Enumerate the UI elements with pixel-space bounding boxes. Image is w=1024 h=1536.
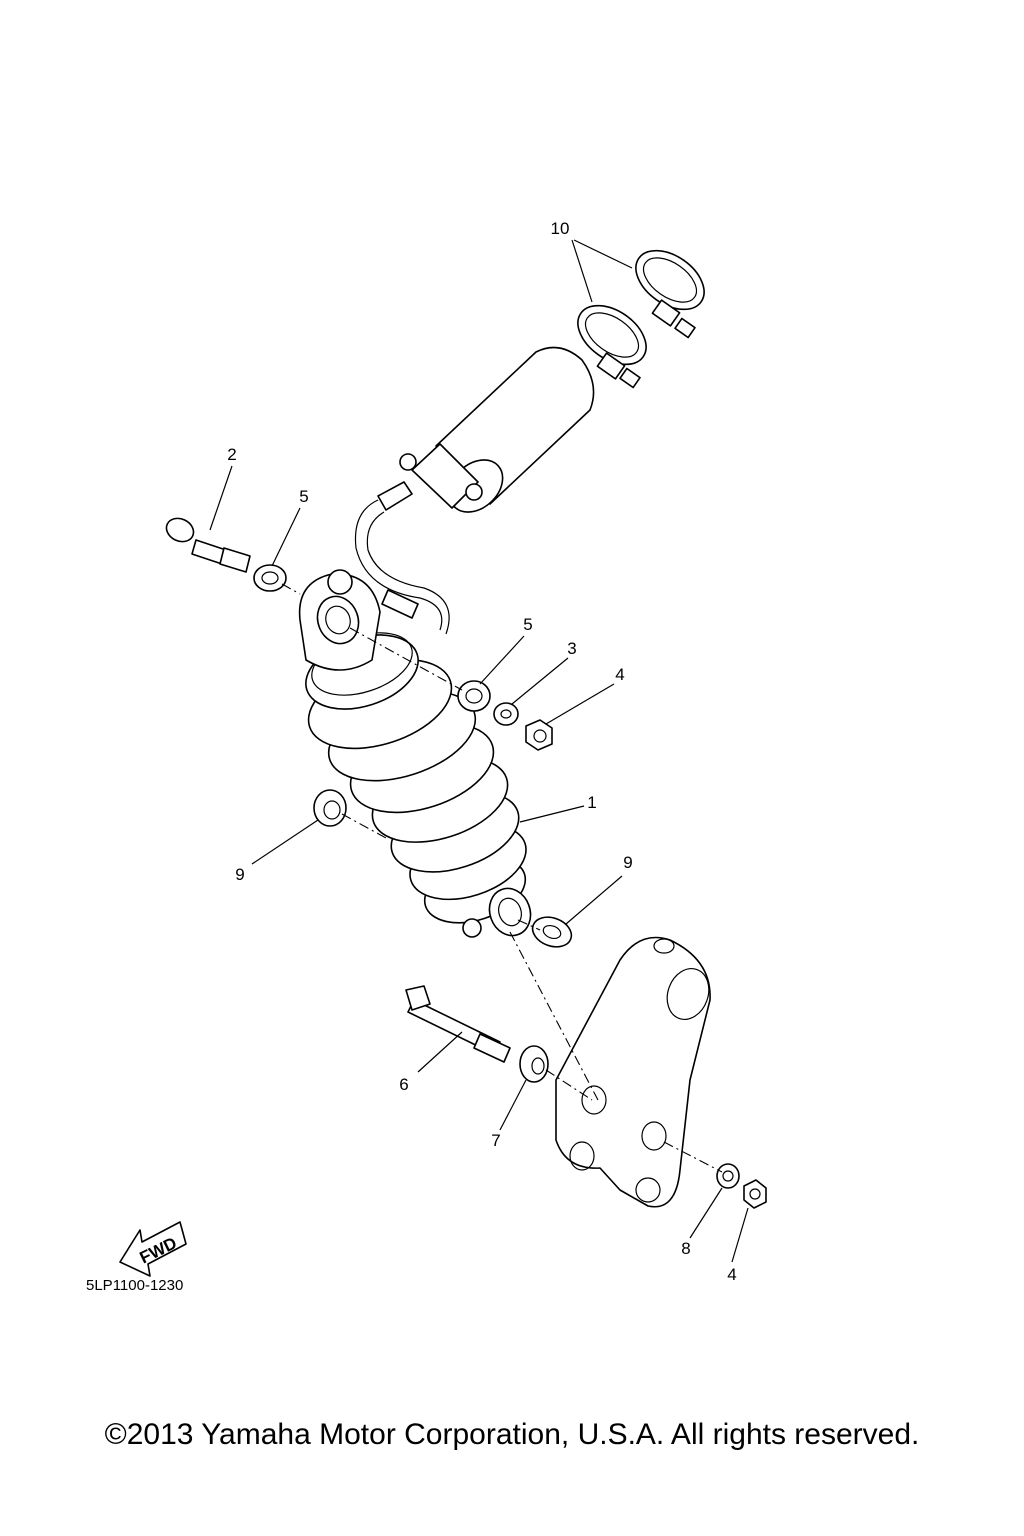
callout-7: 7 xyxy=(491,1131,500,1150)
reservoir-hose xyxy=(354,481,450,635)
washer-relay xyxy=(716,1163,740,1189)
callout-2: 2 xyxy=(227,445,236,464)
nut-lower xyxy=(743,1179,767,1209)
callout-9-left: 9 xyxy=(235,865,244,884)
collar-lower-right xyxy=(531,916,573,948)
callout-4-lower: 4 xyxy=(727,1265,736,1284)
callout-numbers: 10 2 5 5 3 4 1 9 9 6 7 8 4 xyxy=(227,219,736,1284)
diagram-code: 5LP1100-1230 xyxy=(86,1277,183,1294)
copyright-notice: ©2013 Yamaha Motor Corporation, U.S.A. A… xyxy=(104,1418,920,1451)
assembly-centerlines xyxy=(281,583,723,1173)
washer-upper xyxy=(493,702,519,726)
callout-3: 3 xyxy=(567,639,576,658)
relay-arm xyxy=(555,936,711,1208)
callout-5-upper-right: 5 xyxy=(523,615,532,634)
callout-5-upper-left: 5 xyxy=(299,487,308,506)
collar-upper-right xyxy=(457,680,491,712)
callout-9-right: 9 xyxy=(623,853,632,872)
callout-1: 1 xyxy=(587,793,596,812)
callout-8: 8 xyxy=(681,1239,690,1258)
nut-upper xyxy=(525,719,553,751)
collar-upper-left xyxy=(253,564,287,592)
upper-mount-bolt xyxy=(165,517,251,573)
hose-clamp-lower xyxy=(577,304,647,389)
shock-reservoir xyxy=(399,346,595,513)
callout-6: 6 xyxy=(399,1075,408,1094)
forward-arrow-icon: FWD xyxy=(119,1221,187,1277)
callout-4-upper: 4 xyxy=(615,665,624,684)
shock-absorber-assembly xyxy=(298,569,532,938)
hose-clamp-upper xyxy=(635,249,705,339)
washer-lower xyxy=(519,1045,549,1083)
collar-lower-left xyxy=(313,789,347,827)
lower-mount-bolt xyxy=(405,985,511,1063)
callout-10: 10 xyxy=(551,219,570,238)
leader-lines xyxy=(209,239,749,1263)
